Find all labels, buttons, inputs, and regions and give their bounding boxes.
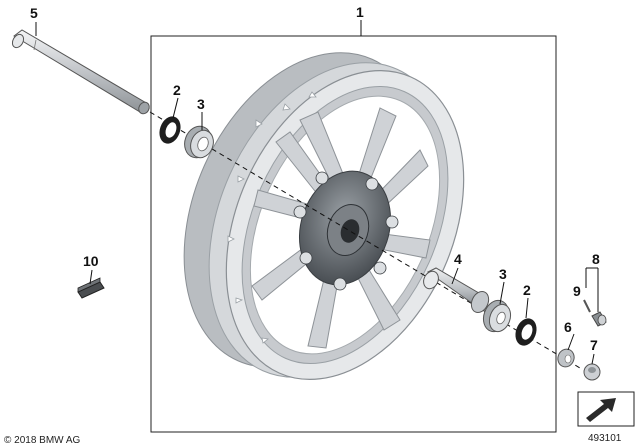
callout-10: 10 xyxy=(83,253,99,269)
collar-screw[interactable] xyxy=(583,363,601,381)
callout-4: 4 xyxy=(454,251,462,267)
orientation-icon xyxy=(577,391,635,427)
assembly-frame xyxy=(150,35,557,433)
valve-core[interactable] xyxy=(583,299,591,313)
bearing-right[interactable] xyxy=(479,297,514,335)
balance-weight[interactable] xyxy=(77,277,105,299)
callout-2-right: 2 xyxy=(523,282,531,298)
callout-6: 6 xyxy=(564,319,572,335)
callout-1: 1 xyxy=(356,4,364,20)
distance-sleeve[interactable] xyxy=(421,267,492,315)
spacer-bushing[interactable] xyxy=(555,347,576,369)
seal-ring-right[interactable] xyxy=(512,315,540,348)
callout-5: 5 xyxy=(30,5,38,21)
callout-8: 8 xyxy=(592,251,600,267)
front-axle[interactable] xyxy=(10,29,151,116)
part-number: 493101 xyxy=(588,433,622,444)
callout-3-left: 3 xyxy=(197,96,205,112)
copyright-text: © 2018 BMW AG xyxy=(4,435,81,446)
callout-2-left: 2 xyxy=(173,82,181,98)
callout-9: 9 xyxy=(573,283,581,299)
seal-ring-left[interactable] xyxy=(156,113,184,146)
leader-lines xyxy=(35,20,599,365)
callout-7: 7 xyxy=(590,337,598,353)
axle-axis-line xyxy=(149,111,581,369)
tire-valve[interactable] xyxy=(591,311,607,327)
bearing-left[interactable] xyxy=(180,123,217,162)
callout-3-right: 3 xyxy=(499,266,507,282)
